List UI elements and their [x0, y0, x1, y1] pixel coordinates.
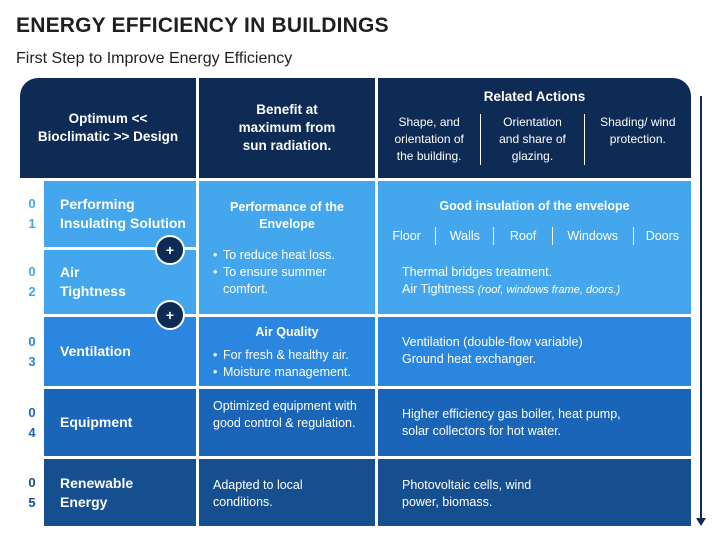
row-number-01: 0 1	[20, 181, 44, 247]
related-actions-title: Related Actions	[483, 89, 586, 104]
row-label-insulating: Performing Insulating Solution	[44, 181, 196, 247]
related-actions-subheaders: Shape, and orientation of the building. …	[378, 114, 691, 165]
chip-roof: Roof	[493, 227, 551, 245]
equipment-benefit-text: Optimized equipment with good control & …	[213, 399, 357, 430]
row-label-renewable: Renewable Energy	[44, 459, 196, 526]
header-benefit: Benefit at maximum from sun radiation.	[199, 78, 375, 178]
list-item: To reduce heat loss.	[213, 247, 363, 264]
row-label-equipment: Equipment	[44, 389, 196, 456]
envelope-benefit-title: Performance of the Envelope	[230, 200, 344, 231]
header-related-actions: Related Actions Shape, and orientation o…	[378, 78, 691, 178]
envelope-thermal-text: Thermal bridges treatment.	[402, 265, 553, 279]
page-title: ENERGY EFFICIENCY IN BUILDINGS	[16, 14, 389, 37]
list-item: For fresh & healthy air.	[213, 347, 369, 364]
list-item: To ensure summer comfort.	[213, 264, 341, 298]
envelope-air-tightness-text: Air Tightness (roof, windows frame, door…	[402, 282, 621, 296]
row-number-04: 0 4	[20, 389, 44, 456]
plus-icon: +	[155, 235, 185, 265]
chip-windows: Windows	[551, 227, 633, 245]
list-item: Moisture management.	[213, 364, 369, 381]
renewable-actions-text: Photovoltaic cells, wind power, biomass.	[402, 478, 532, 509]
ventilation-benefit-title: Air Quality	[255, 325, 319, 339]
header-design: Optimum << Bioclimatic >> Design	[20, 78, 196, 178]
arrow-down-icon	[696, 518, 706, 526]
ventilation-benefit-cell: Air Quality For fresh & healthy air. Moi…	[199, 317, 375, 386]
row-number-02: 0 2	[20, 250, 44, 314]
subheader-shape: Shape, and orientation of the building.	[394, 115, 464, 163]
renewable-benefit-text: Adapted to local conditions.	[213, 478, 303, 509]
chip-floor: Floor	[392, 229, 421, 243]
subheader-shading: Shading/ wind protection.	[583, 114, 691, 165]
renewable-actions-cell: Photovoltaic cells, wind power, biomass.	[378, 459, 691, 526]
subheader-glazing: Orientation and share of glazing.	[480, 114, 583, 165]
equipment-actions-cell: Higher efficiency gas boiler, heat pump,…	[378, 389, 691, 456]
ventilation-benefit-list: For fresh & healthy air. Moisture manage…	[213, 347, 369, 381]
envelope-actions-cell: Good insulation of the envelope Thermal …	[378, 181, 691, 314]
flow-arrow-line	[700, 96, 702, 522]
envelope-chips: Floor Walls Roof Windows Doors	[378, 227, 691, 245]
equipment-actions-text: Higher efficiency gas boiler, heat pump,…	[402, 407, 621, 438]
page-subtitle: First Step to Improve Energy Efficiency	[16, 50, 293, 67]
ventilation-actions-cell: Ventilation (double-flow variable) Groun…	[378, 317, 691, 386]
envelope-benefit-list: To reduce heat loss. To ensure summer co…	[213, 247, 363, 298]
chip-doors: Doors	[632, 227, 691, 245]
header-design-label: Optimum << Bioclimatic >> Design	[37, 111, 179, 144]
renewable-benefit-cell: Adapted to local conditions.	[199, 459, 375, 526]
envelope-actions-title: Good insulation of the envelope	[439, 199, 630, 213]
envelope-benefit-cell: Performance of the Envelope To reduce he…	[199, 181, 375, 314]
row-number-05: 0 5	[20, 459, 44, 526]
equipment-benefit-cell: Optimized equipment with good control & …	[199, 389, 375, 456]
header-benefit-label: Benefit at maximum from sun radiation.	[238, 102, 336, 153]
row-number-03: 0 3	[20, 317, 44, 386]
ventilation-actions-text: Ventilation (double-flow variable) Groun…	[402, 335, 583, 366]
chip-walls: Walls	[435, 227, 493, 245]
plus-icon: +	[155, 300, 185, 330]
